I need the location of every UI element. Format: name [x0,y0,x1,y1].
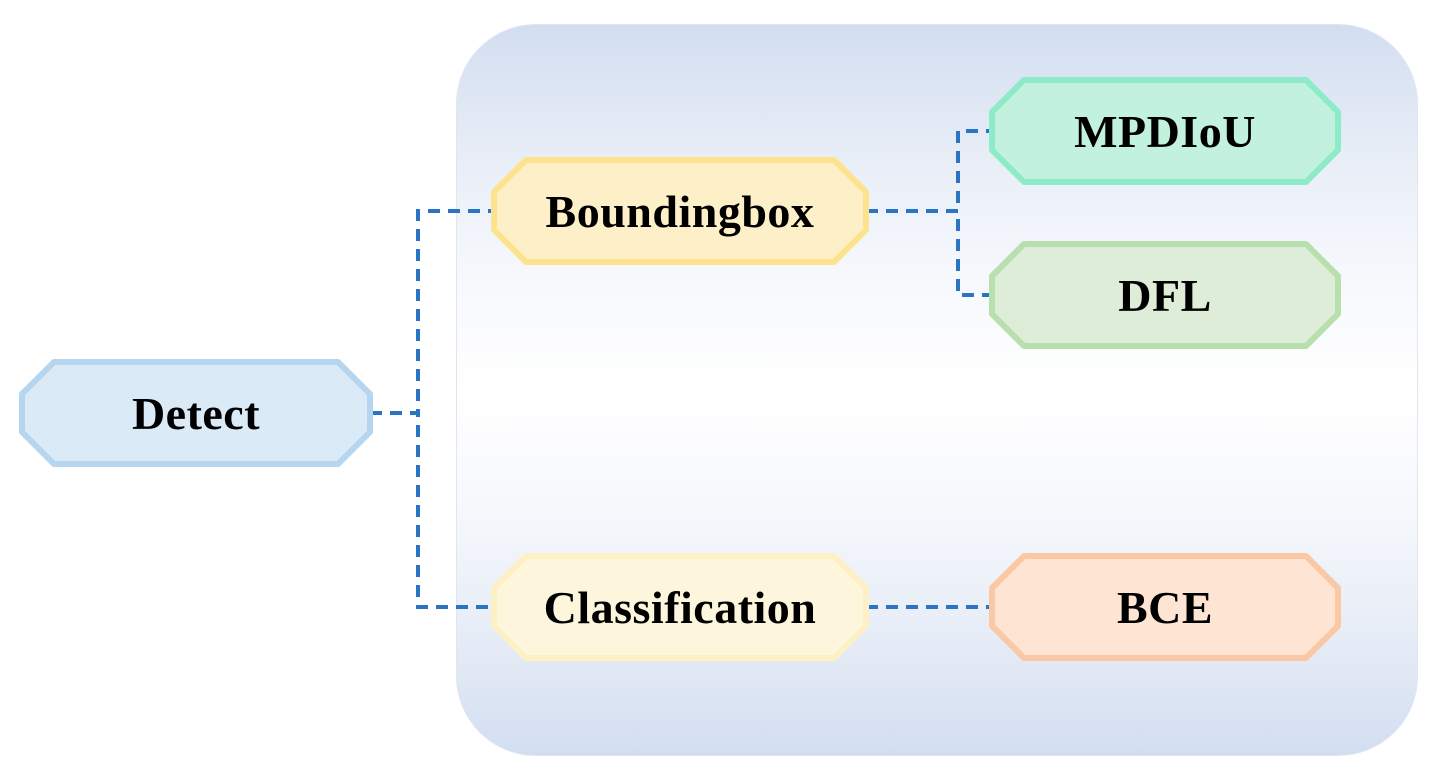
node-boundingbox-label: Boundingbox [545,185,815,237]
node-boundingbox: Boundingbox [491,157,869,265]
node-classification-label: Classification [543,581,817,633]
edge-detect-to-classification [370,411,494,609]
node-bce-label: BCE [1116,581,1214,633]
node-bce: BCE [989,553,1341,661]
edge-boundingbox-to-mpdiou [866,129,992,213]
node-classification: Classification [491,553,869,661]
node-dfl-label: DFL [1118,269,1212,321]
edge-detect-to-boundingbox [370,209,494,415]
edge-boundingbox-to-dfl [866,209,992,297]
node-detect: Detect [19,359,373,467]
node-dfl: DFL [989,241,1341,349]
node-mpdiou-label: MPDIoU [1074,105,1256,157]
node-detect-label: Detect [131,387,261,439]
node-mpdiou: MPDIoU [989,77,1341,185]
